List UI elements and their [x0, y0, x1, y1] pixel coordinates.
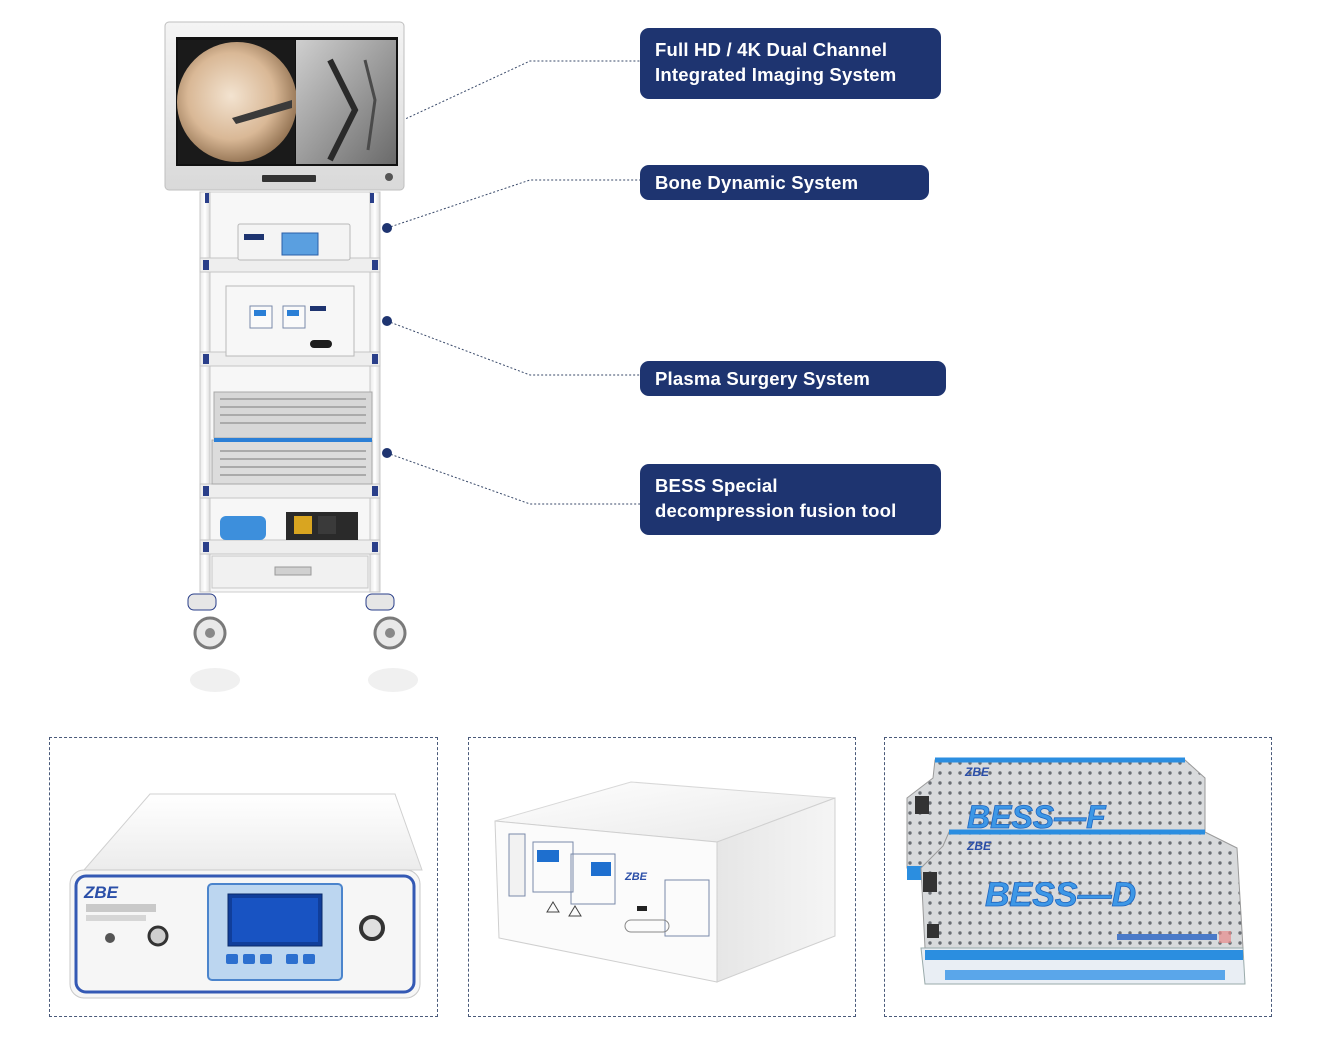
- bone-dynamic-brand: ZBE: [83, 883, 119, 902]
- callout-bess-line-2: decompression fusion tool: [655, 500, 897, 521]
- plasma-surgery-unit: [225, 285, 355, 357]
- callout-plasma-line-1: Plasma Surgery System: [655, 368, 871, 389]
- callout-imaging-system: Full HD / 4K Dual Channel Integrated Ima…: [640, 28, 941, 99]
- product-card-bess-trays: ZBE BESS—F ZBE BESS—D: [884, 737, 1272, 1017]
- callout-imaging-line-2: Integrated Imaging System: [655, 64, 897, 85]
- connector-line-bone-dynamic: [386, 179, 640, 229]
- bess-f-brand: ZBE: [964, 765, 990, 779]
- callout-bone-dynamic-system: Bone Dynamic System: [640, 165, 929, 200]
- foot-pedals: [220, 512, 358, 540]
- plasma-surgery-unit-image: ZBE: [494, 781, 836, 983]
- connector-line-plasma: [386, 320, 640, 376]
- product-card-bone-dynamic: ZBE: [49, 737, 438, 1017]
- bess-trays-image: ZBE BESS—F ZBE BESS—D: [906, 757, 1246, 985]
- callout-bone-dynamic-line-1: Bone Dynamic System: [655, 172, 859, 193]
- bess-d-brand: ZBE: [966, 839, 992, 853]
- cart-wheels: [187, 593, 418, 692]
- bess-f-label: BESS—F: [967, 799, 1107, 835]
- svg-text:ZBE: ZBE: [624, 871, 648, 883]
- connector-dot-bone-dynamic: [382, 223, 392, 233]
- surgical-cart-image: [164, 21, 418, 692]
- product-card-plasma-surgery: ZBE: [468, 737, 856, 1017]
- callout-bess-tool: BESS Special decompression fusion tool: [640, 464, 941, 535]
- monitor: [164, 21, 405, 191]
- bess-trays: [211, 391, 373, 485]
- connector-line-bess: [386, 452, 640, 505]
- bone-dynamic-unit: [237, 223, 351, 261]
- callout-bess-line-1: BESS Special: [655, 475, 778, 496]
- bone-dynamic-unit-image: ZBE: [69, 793, 423, 999]
- bess-d-label: BESS—D: [985, 876, 1136, 914]
- connector-dot-bess: [382, 448, 392, 458]
- callout-plasma-surgery-system: Plasma Surgery System: [640, 361, 946, 396]
- bess-d-tray: ZBE BESS—D: [920, 829, 1246, 985]
- callout-imaging-line-1: Full HD / 4K Dual Channel: [655, 39, 888, 60]
- connector-dot-plasma: [382, 316, 392, 326]
- connector-line-imaging: [387, 60, 640, 128]
